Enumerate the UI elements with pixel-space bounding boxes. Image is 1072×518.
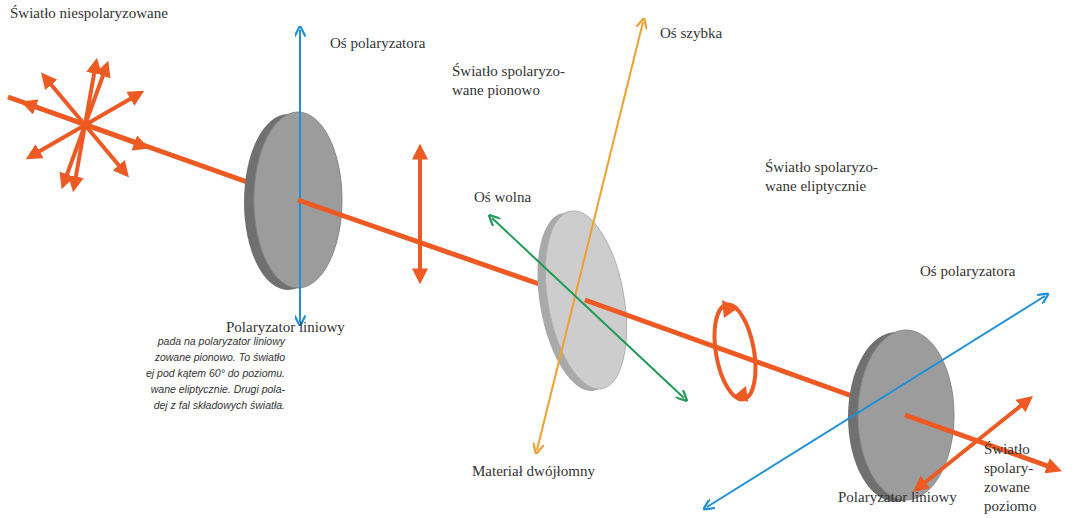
birefringent-plate xyxy=(525,205,639,397)
axis-label: Oś polaryzatora xyxy=(920,262,1015,281)
light-label: Światło spolaryzo- wane pionowo xyxy=(452,62,584,100)
axis-label: Oś polaryzatora xyxy=(330,34,425,53)
light-label: Światło spolaryzo- wane eliptycznie xyxy=(765,158,897,196)
part-label: Polaryzator liniowy xyxy=(226,318,345,337)
slow-axis xyxy=(492,218,684,398)
fast-axis xyxy=(537,22,643,450)
caption-line: wane eliptycznie. Drugi pola- xyxy=(151,382,285,398)
vertical-polarization xyxy=(418,150,422,278)
part-label: Polaryzator liniowy xyxy=(838,488,957,507)
caption-line: zowane pionowo. To światło xyxy=(155,350,285,366)
axis-label: Oś szybka xyxy=(660,24,722,43)
polarizer-axis xyxy=(299,30,301,322)
part-label: Materiał dwójłomny xyxy=(472,462,595,481)
axis-label: Oś wolna xyxy=(474,188,531,207)
light-label: Światło spolary- zowane poziomo xyxy=(984,440,1068,516)
caption-line: ej pod kątem 60° do poziomu. xyxy=(146,366,285,382)
light-beam xyxy=(905,415,1056,469)
caption-line: dej z fal składowych światła. xyxy=(154,398,285,414)
elliptical-polarization xyxy=(708,300,762,403)
caption-line: pada na polaryzator liniowy xyxy=(158,334,285,350)
linear-polarizer xyxy=(244,112,342,290)
light-label: Światło niespolaryzowane xyxy=(10,4,168,23)
unpolarized-arrows xyxy=(27,64,144,186)
linear-polarizer xyxy=(848,330,954,502)
